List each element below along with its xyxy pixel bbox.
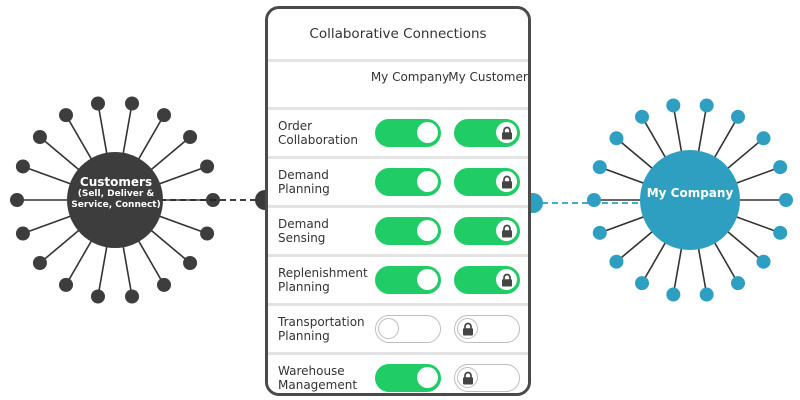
toggle-knob <box>417 367 438 388</box>
collaborative-connections-panel: Collaborative Connections My Company My … <box>265 6 531 396</box>
toggle-knob <box>378 318 399 339</box>
customers-node <box>157 108 171 123</box>
row-demand-sensing: Demand Sensing <box>268 208 528 254</box>
company-node <box>779 193 793 207</box>
column-header-my-customer: My Customer <box>448 70 528 84</box>
lock-icon <box>462 371 473 384</box>
company-node <box>635 109 649 124</box>
customers-hub-title: Customers <box>79 175 153 189</box>
toggle-knob <box>417 269 438 290</box>
company-node <box>587 193 601 207</box>
column-header-my-company: My Company <box>370 70 450 84</box>
column-header-row: My Company My Customer <box>268 62 528 107</box>
customers-node <box>10 193 24 207</box>
company-node <box>592 160 607 175</box>
customers-node <box>59 277 73 292</box>
row-label: Warehouse Management <box>278 364 358 392</box>
company-node <box>592 225 607 240</box>
toggle-my-company-order-collaboration[interactable] <box>375 119 441 147</box>
company-node <box>773 225 788 240</box>
customers-node <box>200 159 215 174</box>
row-demand-planning: Demand Planning <box>268 159 528 205</box>
customers-node <box>183 255 198 270</box>
customers-node <box>125 289 140 304</box>
customers-node <box>32 255 47 270</box>
customers-hub <box>67 152 163 248</box>
customers-node <box>157 277 171 292</box>
toggle-my-customer-warehouse-management[interactable] <box>454 364 520 392</box>
toggle-my-customer-order-collaboration[interactable] <box>454 119 520 147</box>
toggle-my-company-transportation-planning[interactable] <box>375 315 441 343</box>
lock-icon <box>501 126 512 139</box>
toggle-knob <box>417 122 438 143</box>
customers-node <box>90 289 105 304</box>
row-replenishment-planning: Replenishment Planning <box>268 257 528 303</box>
row-label: Demand Sensing <box>278 217 329 245</box>
company-node <box>773 160 788 175</box>
row-label: Demand Planning <box>278 168 330 196</box>
lock-icon <box>501 273 512 286</box>
company-node <box>609 254 624 269</box>
company-node <box>731 109 745 124</box>
company-node <box>666 287 681 302</box>
toggle-knob <box>496 171 517 192</box>
row-label: Order Collaboration <box>278 119 358 147</box>
company-node <box>756 254 771 269</box>
customers-node <box>32 130 47 145</box>
toggle-my-customer-transportation-planning[interactable] <box>454 315 520 343</box>
row-warehouse-management: Warehouse Management <box>268 355 528 393</box>
customers-node <box>15 159 30 174</box>
company-node <box>731 276 745 291</box>
row-transportation-planning: Transportation Planning <box>268 306 528 352</box>
row-order-collaboration: Order Collaboration <box>268 110 528 156</box>
toggle-my-company-demand-planning[interactable] <box>375 168 441 196</box>
toggle-knob <box>457 318 478 339</box>
toggle-knob <box>457 367 478 388</box>
company-node <box>756 131 771 146</box>
toggle-my-customer-replenishment-planning[interactable] <box>454 266 520 294</box>
toggle-my-company-warehouse-management[interactable] <box>375 364 441 392</box>
row-label: Replenishment Planning <box>278 266 368 294</box>
lock-icon <box>462 322 473 335</box>
row-label: Transportation Planning <box>278 315 365 343</box>
customers-node <box>125 96 140 111</box>
toggle-my-customer-demand-sensing[interactable] <box>454 217 520 245</box>
lock-icon <box>501 224 512 237</box>
company-node <box>699 287 714 302</box>
customers-hub-subtitle: (Sell, Deliver & Service, Connect) <box>71 189 161 210</box>
customers-hub-label: Customers (Sell, Deliver & Service, Conn… <box>58 175 174 211</box>
toggle-knob <box>496 220 517 241</box>
company-node <box>699 98 714 113</box>
customers-node <box>183 130 198 145</box>
toggle-my-company-demand-sensing[interactable] <box>375 217 441 245</box>
toggle-knob <box>417 220 438 241</box>
toggle-knob <box>496 122 517 143</box>
my-company-hub-label: My Company <box>646 186 734 200</box>
company-node <box>666 98 681 113</box>
toggle-knob <box>417 171 438 192</box>
my-company-hub <box>640 150 740 250</box>
company-node <box>635 276 649 291</box>
customers-node <box>59 108 73 123</box>
toggle-knob <box>496 269 517 290</box>
toggle-my-customer-demand-planning[interactable] <box>454 168 520 196</box>
customers-node <box>200 226 215 241</box>
panel-title: Collaborative Connections <box>268 9 528 59</box>
toggle-my-company-replenishment-planning[interactable] <box>375 266 441 294</box>
customers-node <box>90 96 105 111</box>
customers-node <box>15 226 30 241</box>
company-node <box>609 131 624 146</box>
lock-icon <box>501 175 512 188</box>
